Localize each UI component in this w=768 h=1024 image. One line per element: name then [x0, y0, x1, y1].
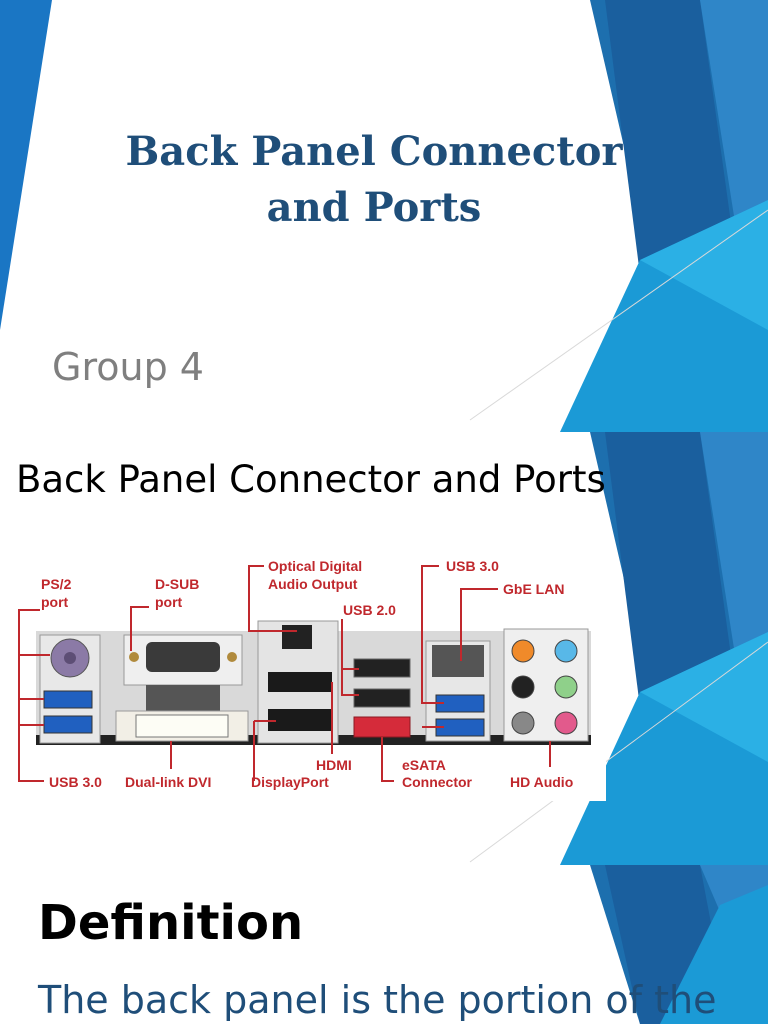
esata-port — [353, 716, 411, 738]
slide-title: Back Panel Connector and Ports — [110, 124, 638, 236]
audio-jack — [511, 711, 535, 735]
slide-title-line-2: and Ports — [266, 184, 482, 231]
definition-slide: Definition The back panel is the portion… — [0, 865, 768, 1024]
ports-slide: Back Panel Connector and Ports — [0, 432, 768, 865]
slide-title: Definition — [38, 895, 304, 951]
label-optical-line-1: Optical Digital — [268, 558, 362, 574]
title-slide: Back Panel Connector and Ports Group 4 — [0, 0, 768, 432]
label-usb30-bottom: USB 3.0 — [49, 774, 102, 790]
optical-port — [282, 625, 312, 649]
label-optical-line-2: Audio Output — [268, 576, 358, 592]
dvi-port — [135, 714, 229, 738]
label-usb20: USB 2.0 — [343, 602, 396, 618]
back-panel-diagram: PS/2 port D-SUB port Optical Digital Aud… — [14, 549, 606, 801]
audio-jack — [554, 639, 578, 663]
label-esata-line-1: eSATA — [402, 757, 446, 773]
slide-title-line-1: Back Panel Connector — [125, 128, 623, 175]
usb30-port — [43, 690, 93, 709]
usb20-port — [353, 658, 411, 678]
usb20-port — [353, 688, 411, 708]
label-esata-line-2: Connector — [402, 774, 473, 790]
slide-title: Back Panel Connector and Ports — [16, 458, 606, 501]
label-ps2-line-2: port — [41, 594, 69, 610]
lan-port — [432, 645, 484, 677]
slide-subtitle: Group 4 — [52, 345, 204, 389]
hdmi-port — [268, 672, 332, 692]
audio-jack — [554, 675, 578, 699]
label-gbe-lan: GbE LAN — [503, 581, 564, 597]
audio-jack — [554, 711, 578, 735]
definition-text: The back panel is the portion of the — [38, 978, 717, 1022]
label-displayport: DisplayPort — [251, 774, 329, 790]
label-hdmi: HDMI — [316, 757, 352, 773]
usb30-port — [43, 715, 93, 734]
label-dvi: Dual-link DVI — [125, 774, 211, 790]
audio-jack — [511, 639, 535, 663]
label-dsub-line-2: port — [155, 594, 183, 610]
displayport-port — [268, 709, 332, 731]
label-hd-audio: HD Audio — [510, 774, 573, 790]
audio-jack — [511, 675, 535, 699]
label-ps2-line-1: PS/2 — [41, 576, 72, 592]
label-dsub-line-1: D-SUB — [155, 576, 199, 592]
dsub-port — [146, 642, 220, 672]
label-usb30-top: USB 3.0 — [446, 558, 499, 574]
